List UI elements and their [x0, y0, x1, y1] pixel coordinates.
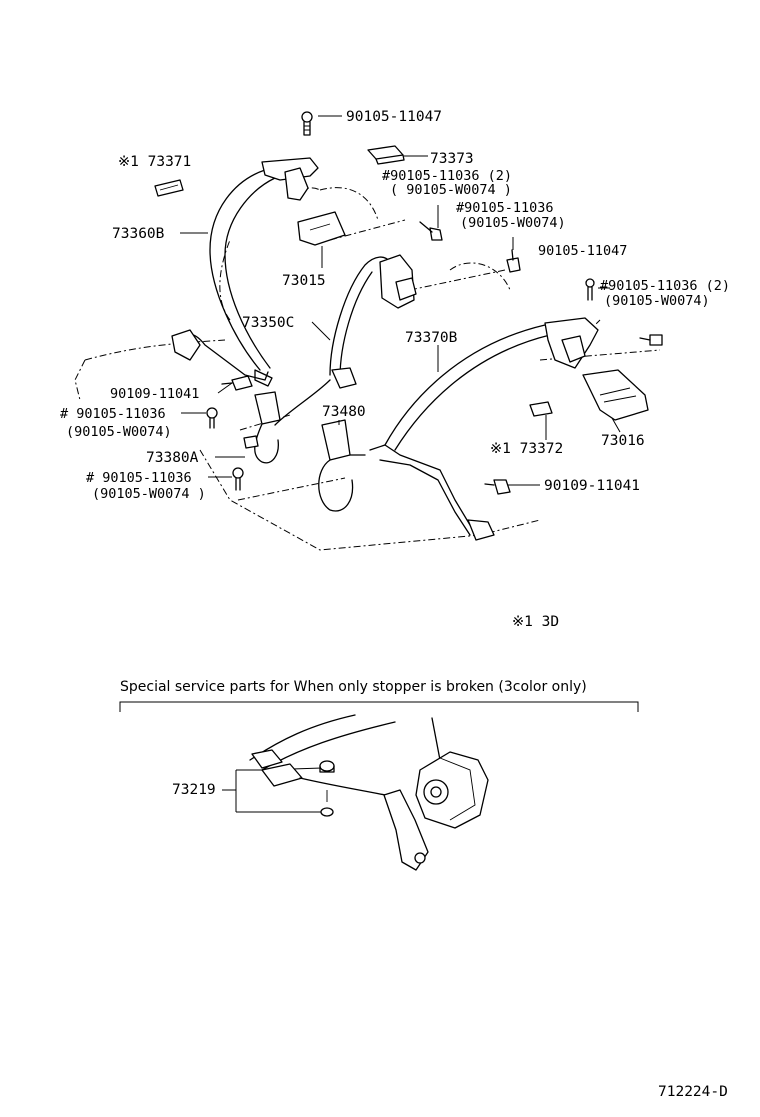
label-90105-w0074-b: (90105-W0074) — [460, 215, 566, 231]
bracket-73015 — [297, 211, 346, 246]
label-73360b: 73360B — [112, 226, 165, 242]
bracket-73373 — [367, 145, 405, 165]
label-73016: 73016 — [601, 433, 645, 449]
label-90105-w0074-e: (90105-W0074 ) — [92, 486, 206, 502]
label-90109-11041-left: 90109-11041 — [110, 386, 199, 402]
note-3d: ※1 3D — [512, 614, 559, 630]
bolt-90109-11041-right — [484, 479, 511, 495]
bolt-90105-11036-b — [419, 221, 443, 241]
label-90109-11041-right: 90109-11041 — [544, 478, 640, 494]
buckle-73380a — [243, 391, 281, 464]
label-73370b: 73370B — [405, 330, 458, 346]
label-90105-w0074-a: ( 90105-W0074 ) — [390, 182, 512, 198]
special-service-section: Special service parts for When only stop… — [119, 679, 639, 871]
label-90105-11036-d: # 90105-11036 — [60, 406, 166, 422]
label-90105-11036-2-c: #90105-11036 (2) — [600, 278, 730, 294]
label-90105-11036-b: #90105-11036 — [456, 200, 554, 216]
label-73372: ※1 73372 — [490, 441, 563, 457]
label-90105-w0074-d: (90105-W0074) — [66, 424, 172, 440]
label-73219: 73219 — [172, 782, 216, 798]
belt-73360b — [171, 157, 319, 387]
special-service-heading: Special service parts for When only stop… — [120, 679, 587, 695]
clip-73372 — [529, 401, 553, 417]
label-73015: 73015 — [282, 273, 326, 289]
bolt-90105-11036-e — [232, 467, 244, 491]
bolt-90105-11047-top — [301, 111, 313, 136]
label-73480: 73480 — [322, 404, 366, 420]
label-73380a: 73380A — [146, 450, 199, 466]
label-73373: 73373 — [430, 151, 474, 167]
bolt-top-right-small — [639, 334, 663, 346]
diagram-id: 712224-D — [658, 1084, 728, 1100]
label-90105-11047-top: 90105-11047 — [346, 109, 442, 125]
buckle-73480 — [318, 419, 366, 512]
bolt-90109-11041-left — [221, 375, 253, 391]
bracket-73016 — [582, 369, 649, 421]
belt-73370b — [369, 317, 599, 541]
part-labels: 90105-11047 ※1 73371 73373 #90105-11036 … — [60, 109, 730, 630]
nut-90105-11047-right — [506, 249, 521, 273]
bolt-90105-11036-c — [585, 278, 595, 301]
retractor-73350c — [274, 254, 417, 426]
label-73371: ※1 73371 — [118, 154, 191, 170]
leader-lines — [180, 115, 621, 486]
label-90105-w0074-c: (90105-W0074) — [604, 293, 710, 309]
clip-73371 — [154, 179, 184, 197]
label-90105-11036-e: # 90105-11036 — [86, 470, 192, 486]
label-73350c: 73350C — [242, 315, 294, 331]
label-90105-11047-right: 90105-11047 — [538, 243, 627, 259]
bolt-90105-11036-d — [206, 407, 218, 429]
label-90105-11036-2-a: #90105-11036 (2) — [382, 168, 512, 184]
